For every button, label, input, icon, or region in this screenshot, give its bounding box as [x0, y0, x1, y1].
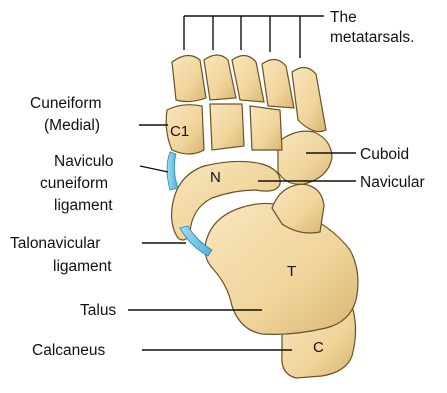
- naviculo-label-line2: cuneiform: [40, 175, 108, 192]
- bones-group: [166, 55, 358, 378]
- cuneiform-label-line1: Cuneiform: [30, 95, 102, 112]
- lateral-cuneiform-bone: [250, 106, 282, 150]
- navicular-label: Navicular: [360, 174, 425, 191]
- naviculo-label-line3: ligament: [54, 197, 113, 214]
- cuboid-label: Cuboid: [360, 146, 409, 163]
- cuneiform-label-line2: (Medial): [44, 117, 100, 134]
- talus-label: Talus: [80, 302, 116, 319]
- metatarsal-1: [172, 55, 206, 101]
- t-label: T: [287, 263, 296, 280]
- metatarsals-label-line1: The: [330, 9, 357, 26]
- talonav-label-line2: ligament: [53, 258, 112, 275]
- n-label: N: [210, 169, 221, 186]
- naviculo-leader-line: [140, 166, 168, 172]
- metatarsals-bracket: [184, 16, 324, 58]
- metatarsal-2: [204, 55, 236, 100]
- metatarsal-4: [262, 59, 294, 108]
- naviculo-label-line1: Naviculo: [54, 153, 113, 170]
- talonav-label-line1: Talonavicular: [10, 235, 100, 252]
- metatarsal-5: [292, 67, 326, 131]
- metatarsals-label-line2: metatarsals.: [330, 29, 414, 46]
- intermediate-cuneiform-bone: [210, 104, 244, 150]
- naviculo-cuneiform-ligament-band: [167, 152, 178, 190]
- cuboid-bone: [278, 131, 332, 184]
- c1-label: C1: [170, 123, 189, 140]
- c-label: C: [313, 339, 324, 356]
- metatarsal-3: [232, 55, 264, 102]
- calcaneus-label: Calcaneus: [32, 342, 105, 359]
